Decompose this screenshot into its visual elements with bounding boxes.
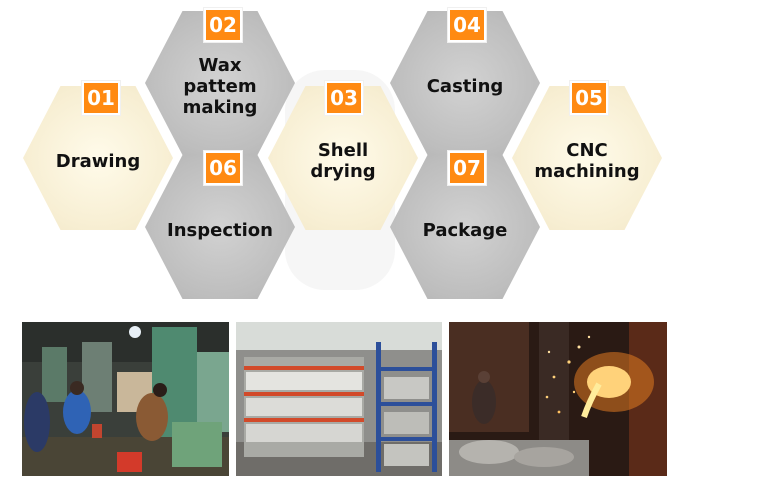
step-label: Wax pattem making [182,54,258,118]
step-number-badge: 06 [206,153,240,183]
step-number-badge: 03 [327,83,361,113]
step-number-badge: 01 [84,83,118,113]
warehouse-racks-photo [236,322,442,476]
step-hexagon-cnc: CNC machining [512,86,662,230]
step-label: Inspection [167,219,273,241]
step-label: CNC machining [534,140,640,182]
step-label: Casting [426,75,504,97]
step-number-badge: 05 [572,83,606,113]
step-number-badge: 02 [206,10,240,40]
molten-metal-pouring-photo [449,322,667,476]
step-label: Shell drying [310,140,376,182]
step-label: Package [422,219,508,241]
workshop-machines-photo [22,322,229,476]
step-number-badge: 04 [450,10,484,40]
step-label: Drawing [55,150,141,172]
step-hexagon-inspection: Inspection [145,155,295,299]
step-number-badge: 07 [450,153,484,183]
